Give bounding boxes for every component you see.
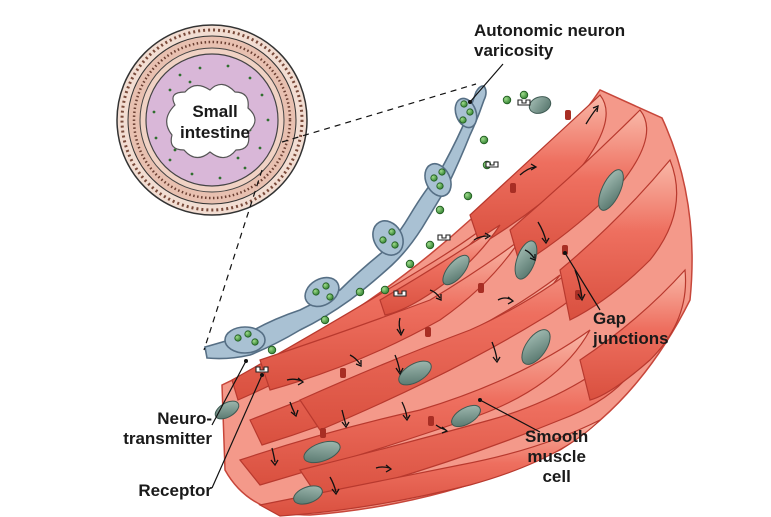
arrow xyxy=(491,341,498,361)
gap-junction xyxy=(340,368,346,378)
nucleus xyxy=(442,254,470,286)
label-receptor: Receptor xyxy=(138,481,212,500)
arrow xyxy=(329,476,337,493)
label-line: varicosity xyxy=(474,41,554,60)
intestine-cross-section xyxy=(116,24,308,216)
arrow xyxy=(473,235,489,241)
varicosity xyxy=(224,326,266,354)
label-gap-junctions: Gap junctions xyxy=(593,309,669,349)
gap-junction xyxy=(320,428,326,438)
label-line: Neuro- xyxy=(157,409,212,428)
label-line: transmitter xyxy=(123,429,212,448)
gap-junction xyxy=(425,327,431,337)
inset-title-line: intestine xyxy=(180,123,250,142)
receptor xyxy=(393,290,407,297)
arrow xyxy=(341,409,347,426)
label-line: muscle xyxy=(527,447,586,466)
nucleus xyxy=(598,169,624,211)
gap-junction xyxy=(565,110,571,120)
leader-lines xyxy=(211,63,601,489)
nucleus xyxy=(514,240,538,280)
gap-junction xyxy=(478,283,484,293)
receptor xyxy=(517,99,531,106)
signal-arrows xyxy=(270,104,599,496)
arrow xyxy=(394,354,401,373)
arrow xyxy=(524,249,535,259)
muscle-cell xyxy=(258,419,601,517)
arrow xyxy=(429,289,441,299)
gap-junction xyxy=(510,183,516,193)
label-varicosity: Autonomic neuron varicosity xyxy=(474,21,625,61)
arrow xyxy=(271,447,276,463)
arrow xyxy=(289,401,296,415)
receptor xyxy=(485,161,499,168)
arrow xyxy=(519,166,536,176)
muscle-cell xyxy=(379,224,501,316)
gap-junction xyxy=(428,416,434,426)
intestine-lumen xyxy=(166,83,256,159)
receptors xyxy=(255,99,531,373)
label-line: cell xyxy=(542,467,571,486)
receptor xyxy=(437,234,451,241)
arrow xyxy=(574,269,583,299)
label-smooth-muscle-cell: Smooth muscle cell xyxy=(525,427,588,487)
nucleus xyxy=(528,96,552,114)
muscle-cell xyxy=(579,268,687,401)
nucleus xyxy=(521,329,551,365)
nucleus xyxy=(451,404,481,428)
label-line: junctions xyxy=(593,329,669,348)
muscle-cell xyxy=(469,94,607,246)
inset-title-line: Small xyxy=(192,102,238,121)
arrow xyxy=(349,354,361,365)
arrow xyxy=(398,317,402,334)
nucleus xyxy=(293,485,323,505)
gap-junctions xyxy=(320,110,581,438)
nuclei xyxy=(214,96,624,505)
label-neurotransmitter: Neuro- transmitter xyxy=(92,409,212,449)
autonomic-neuron xyxy=(204,85,487,360)
neurotransmitter-vesicles xyxy=(234,90,529,355)
arrow xyxy=(585,107,598,125)
label-line: Smooth xyxy=(525,427,589,446)
muscle-cell xyxy=(559,158,678,321)
nucleus xyxy=(398,360,432,386)
label-line: Gap xyxy=(593,309,627,328)
receptor xyxy=(255,366,269,373)
label-line: Autonomic neuron xyxy=(474,21,626,40)
arrow xyxy=(537,221,547,242)
zoom-lines xyxy=(203,83,477,351)
nucleus xyxy=(303,440,341,464)
arrow xyxy=(401,401,408,419)
muscle-cell xyxy=(509,109,648,266)
inset-title: Small intestine xyxy=(163,101,267,143)
